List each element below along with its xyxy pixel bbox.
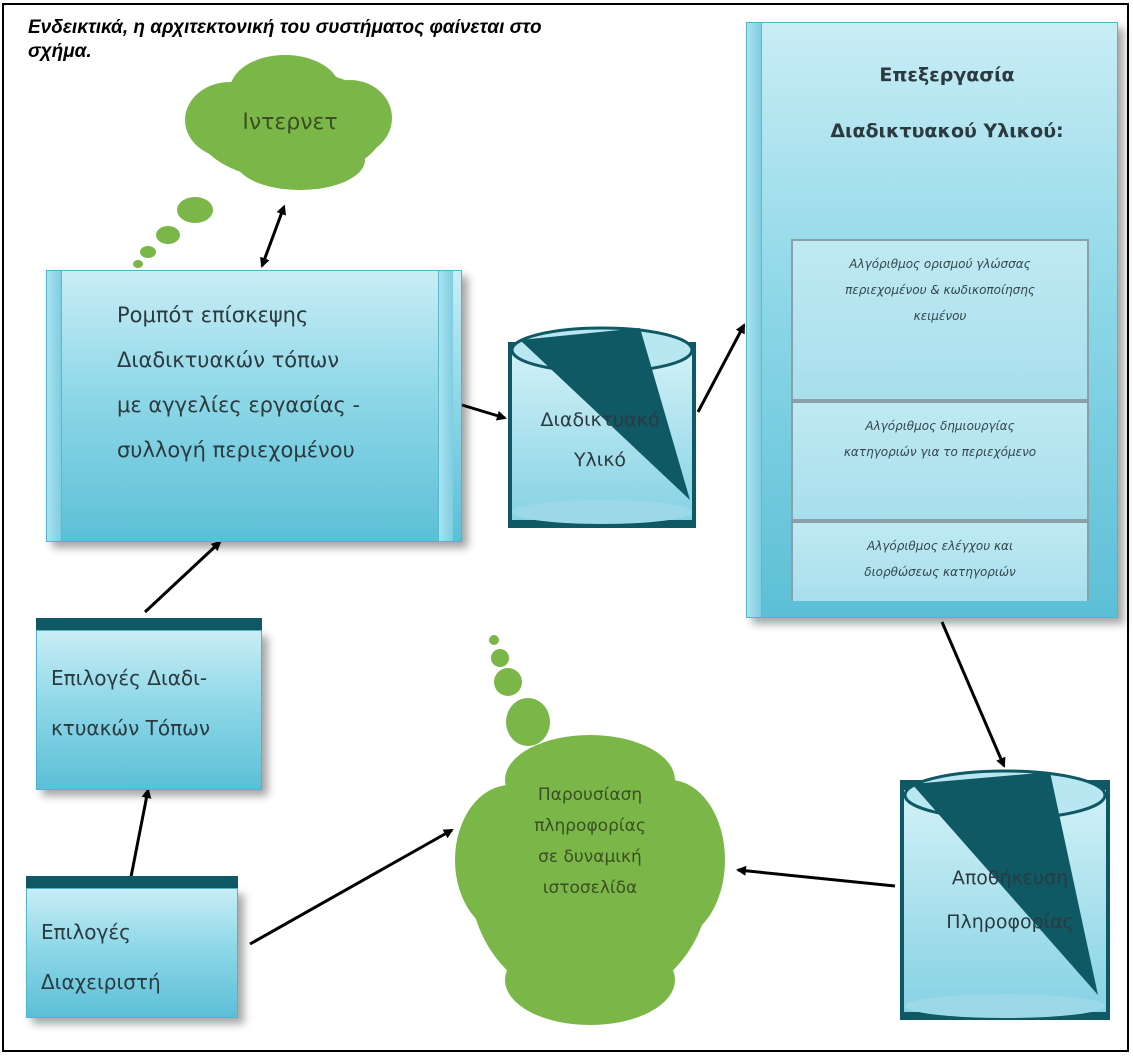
presentation-thought-bubbles xyxy=(489,635,550,746)
site-options-box: Επιλογές Διαδι- κτυακών Τόπων xyxy=(36,630,262,790)
admin-options-box: Επιλογές Διαχειριστή xyxy=(26,888,238,1018)
robot-box: Ρομπότ επίσκεψης Διαδικτυακών τόπων με α… xyxy=(46,270,462,542)
admin-options-label: Επιλογές Διαχειριστή xyxy=(41,920,161,994)
arrow-material-processing xyxy=(696,323,746,413)
arrow-robot-material xyxy=(461,403,507,421)
processing-step-3: Αλγόριθμος ελέγχου και διορθώσεως κατηγο… xyxy=(791,521,1089,601)
robot-label: Ρομπότ επίσκεψης Διαδικτυακών τόπων με α… xyxy=(117,303,361,462)
web-material-label: Διαδικτυακό Υλικό xyxy=(540,409,660,471)
processing-step-1: Αλγόριθμος ορισμού γλώσσας περιεχομένου … xyxy=(791,239,1089,401)
web-material-cylinder xyxy=(508,326,696,528)
processing-step-2: Αλγόριθμος δημιουργίας κατηγοριών για το… xyxy=(791,401,1089,521)
internet-thought-bubbles xyxy=(133,197,213,268)
arrow-siteoptions-robot xyxy=(143,540,222,614)
internet-label: Ιντερνετ xyxy=(242,110,338,135)
presentation-cloud xyxy=(455,735,725,1025)
arrow-storage-presentation xyxy=(736,865,896,888)
internet-cloud xyxy=(185,55,392,190)
arrow-internet-robot xyxy=(260,204,286,268)
processing-box: Επεξεργασία Διαδικτυακού Υλικού: Αλγόριθ… xyxy=(746,22,1118,618)
storage-label: Αποθήκευση Πληροφορίας xyxy=(946,867,1074,933)
storage-cylinder xyxy=(900,769,1110,1020)
processing-title: Επεξεργασία Διαδικτυακού Υλικού: xyxy=(830,64,1064,142)
arrow-admin-siteoptions xyxy=(128,788,152,883)
presentation-label: Παρουσίαση πληροφορίας σε δυναμική ιστοσ… xyxy=(534,785,646,898)
site-options-label: Επιλογές Διαδι- κτυακών Τόπων xyxy=(51,666,211,740)
caption: Ενδεικτικά, η αρχιτεκτονική του συστήματ… xyxy=(28,17,542,62)
arrow-admin-presentation xyxy=(249,828,454,946)
arrow-processing-storage xyxy=(940,621,1006,768)
diagram-frame xyxy=(2,3,1129,1052)
